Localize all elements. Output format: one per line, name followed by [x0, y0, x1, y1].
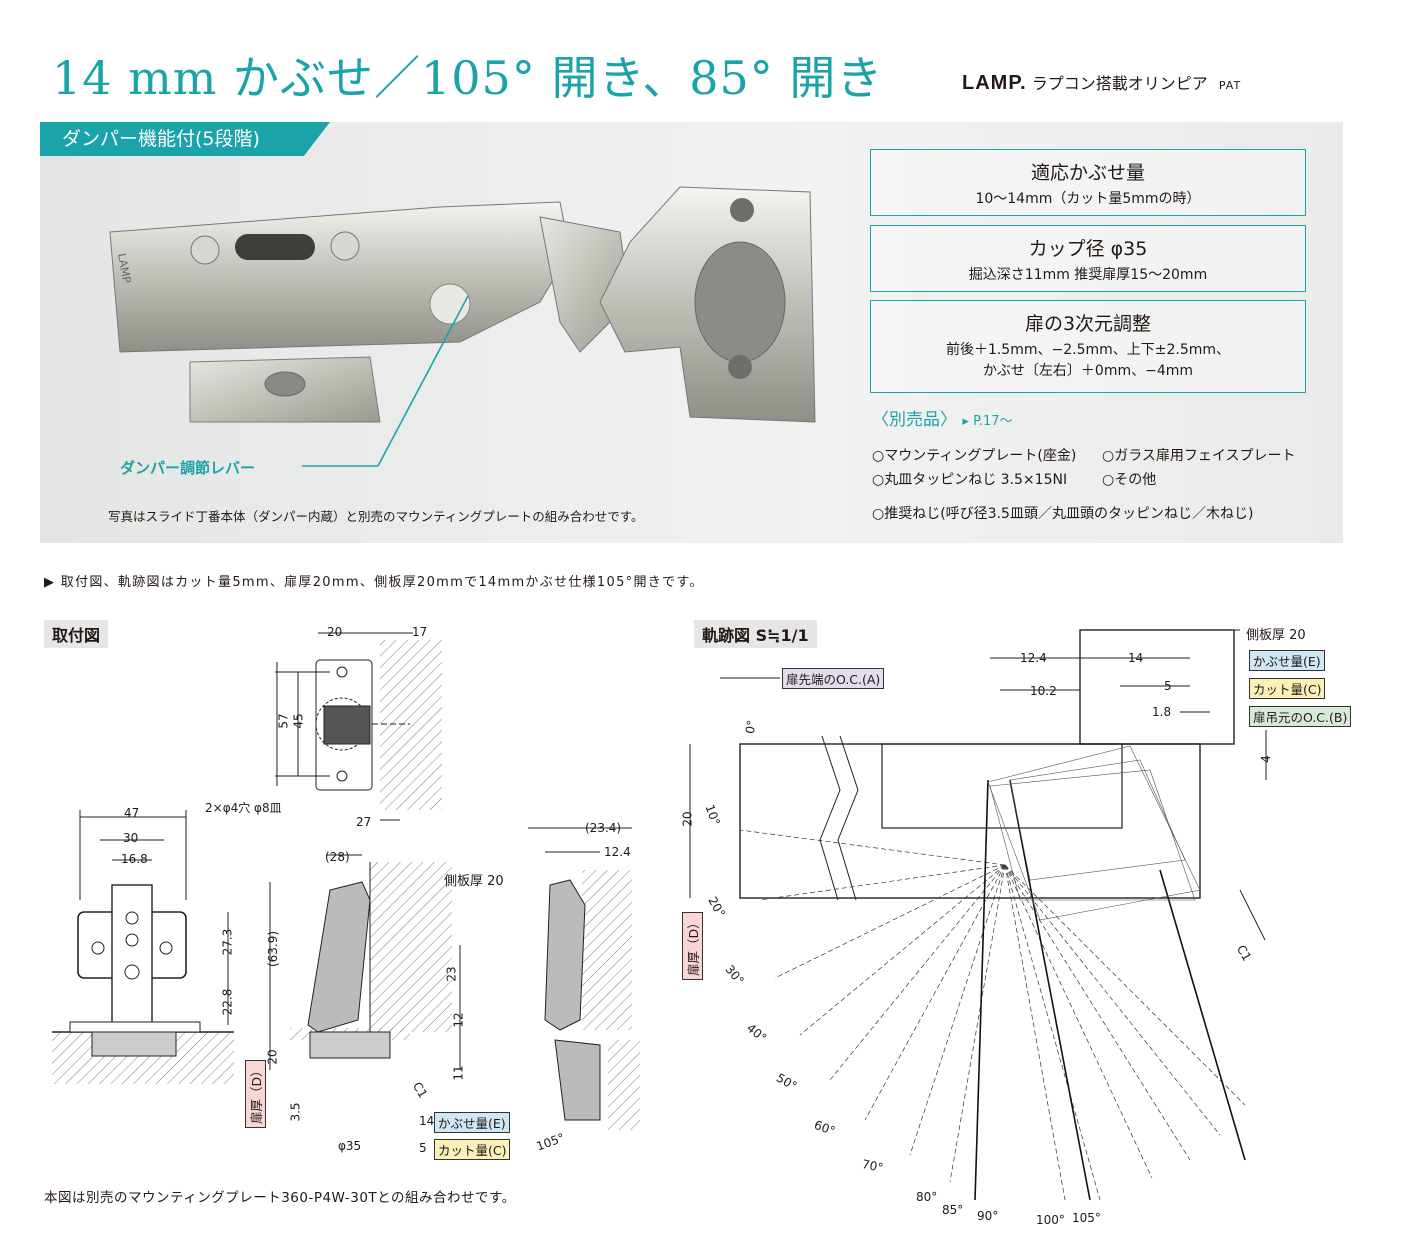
dim-label: 2×φ4穴 φ8皿	[205, 801, 282, 815]
option-item: ○丸皿タッピンねじ 3.5×15NI	[872, 472, 1068, 488]
dim-label: 47	[124, 806, 140, 820]
dim-label: 20	[265, 1049, 280, 1065]
dim-label: 20	[680, 811, 695, 827]
dim-label: 4	[1258, 755, 1273, 763]
trajectory-drawing	[689, 629, 1267, 1201]
dim-label: 23	[444, 966, 459, 982]
angle-label: 0°	[742, 719, 759, 735]
dim-label: 14	[419, 1114, 435, 1128]
dim-label: 16.8	[121, 852, 148, 866]
option-item: ○ガラス扉用フェイスプレート	[1102, 448, 1296, 464]
dim-label: 17	[412, 625, 428, 639]
spec-detail: 掘込深さ11mm 推奨扉厚15〜20mm	[968, 267, 1208, 283]
tag-overlay: かぶせ量(E)	[434, 1112, 510, 1133]
spec-cup: カップ径 φ35 掘込深さ11mm 推奨扉厚15〜20mm	[870, 225, 1306, 292]
brand-suffix: PAT	[1218, 79, 1242, 92]
dim-label: 27.3	[220, 928, 235, 956]
tag-door-thickness: 扉厚（D）	[682, 912, 703, 980]
spec-detail: 10〜14mm（カット量5mmの時）	[975, 191, 1201, 207]
tag-door-thickness: 扉厚（D）	[245, 1060, 266, 1128]
dim-label: 12.4	[604, 845, 631, 859]
install-drawing	[52, 632, 640, 1130]
dim-label: 12.4	[1020, 651, 1047, 665]
spec-heading: カップ径 φ35	[1028, 238, 1148, 260]
dim-label: 5	[1164, 679, 1172, 693]
install-footnote: 本図は別売のマウンティングプレート360-P4W-30Tとの組み合わせです。	[44, 1190, 516, 1206]
dim-label: 5	[419, 1141, 427, 1155]
tag-door-tip-oc: 扉先端のO.C.(A)	[782, 668, 885, 689]
hinge-stamp: LAMP	[115, 252, 133, 284]
spec-detail-2: かぶせ〔左右〕＋0mm、−4mm	[982, 363, 1194, 379]
photo-note: 写真はスライド丁番本体（ダンパー内蔵）と別売のマウンティングプレートの組み合わせ…	[108, 509, 644, 524]
tag-overlay: かぶせ量(E)	[1249, 650, 1325, 671]
brand: LAMP. ラプコン搭載オリンピア PAT	[962, 70, 1241, 95]
option-item: ○推奨ねじ(呼び径3.5皿頭／丸皿頭のタッピンねじ／木ねじ)	[872, 506, 1254, 522]
dim-label: 20	[327, 625, 343, 639]
dim-label: 45	[291, 713, 306, 729]
dim-label: 3.5	[288, 1102, 303, 1122]
spec-detail: 前後＋1.5mm、−2.5mm、上下±2.5mm、	[945, 342, 1231, 358]
dim-label: 1.8	[1152, 705, 1172, 719]
brand-text: ラプコン搭載オリンピア	[1031, 74, 1208, 93]
angle-label: 85°	[942, 1203, 964, 1217]
spec-heading: 適応かぶせ量	[1030, 162, 1145, 184]
spec-adjust: 扉の3次元調整 前後＋1.5mm、−2.5mm、上下±2.5mm、 かぶせ〔左右…	[870, 300, 1306, 393]
brand-logo: LAMP.	[962, 72, 1027, 94]
option-item: ○その他	[1102, 472, 1157, 488]
dim-label: 22.8	[220, 988, 235, 1016]
angle-label: 90°	[977, 1209, 999, 1223]
dim-label: (23.4)	[585, 821, 622, 835]
options-heading: 〈別売品〉	[872, 410, 957, 430]
dim-label: 30	[123, 831, 139, 845]
tag-hinge-oc: 扉吊元のO.C.(B)	[1249, 706, 1352, 727]
dim-label: φ35	[338, 1139, 362, 1153]
damper-feature-tab: ダンパー機能付(5段階)	[40, 122, 330, 156]
dim-label: 27	[356, 815, 372, 829]
damper-lever-label: ダンパー調節レバー	[120, 459, 256, 477]
tag-cut: カット量(C)	[434, 1139, 511, 1160]
install-section-title: 取付図	[44, 620, 109, 648]
intro-note: ▶ 取付図、軌跡図はカット量5mm、扉厚20mm、側板厚20mmで14mmかぶせ…	[44, 575, 704, 590]
options-title: 〈別売品〉 ▸ P.17〜	[872, 405, 1013, 430]
side-thickness-label: 側板厚 20	[444, 874, 504, 889]
angle-label: 100°	[1036, 1213, 1065, 1227]
hinge-photo: LAMP	[109, 186, 816, 467]
dim-label: 57	[276, 713, 291, 729]
page-ref-link[interactable]: ▸ P.17〜	[962, 414, 1013, 429]
angle-label: 80°	[916, 1190, 938, 1204]
side-thickness-label: 側板厚 20	[1246, 628, 1306, 643]
dim-label: (63.9)	[266, 930, 281, 968]
spec-heading: 扉の3次元調整	[1024, 313, 1152, 335]
page-title: 14 mm かぶせ／105° 開き、85° 開き	[52, 51, 884, 105]
dim-label: 11	[451, 1065, 466, 1081]
trajectory-section-title: 軌跡図 S≒1/1	[694, 620, 817, 648]
option-item: ○マウンティングプレート(座金)	[872, 448, 1077, 464]
tag-cut: カット量(C)	[1249, 678, 1326, 699]
dim-label: (28)	[325, 850, 350, 864]
angle-label: 105°	[1072, 1211, 1101, 1225]
dim-label: 12	[451, 1012, 466, 1028]
spec-overlay: 適応かぶせ量 10〜14mm（カット量5mmの時）	[870, 149, 1306, 216]
dim-label: 14	[1128, 651, 1144, 665]
dim-label: 10.2	[1030, 684, 1057, 698]
